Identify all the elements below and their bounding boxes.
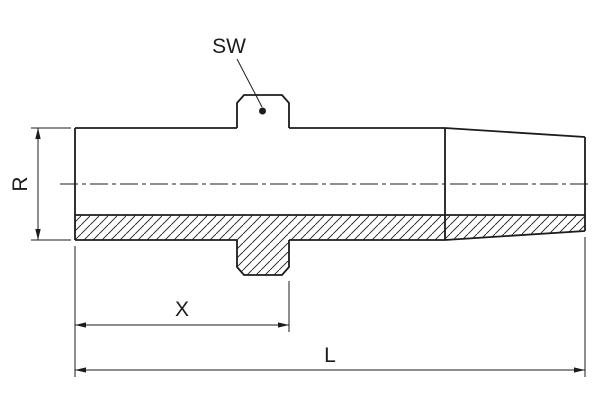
dimension-l: L: [75, 237, 586, 377]
sw-callout: SW: [212, 35, 266, 115]
r-arrow-down: [35, 229, 41, 240]
sw-label: SW: [212, 35, 246, 58]
r-arrow-up: [35, 128, 41, 139]
section-hatching: [75, 215, 585, 275]
dimension-x: X: [74, 246, 290, 377]
l-label: L: [324, 344, 336, 367]
l-arrow-left: [75, 367, 86, 373]
part-outline: [74, 94, 586, 276]
l-arrow-right: [574, 367, 585, 373]
x-arrow-left: [75, 322, 86, 328]
r-label: R: [9, 176, 32, 191]
x-label: X: [175, 298, 189, 321]
dimension-r: R: [9, 127, 71, 241]
sw-leader-line: [236, 58, 263, 108]
x-arrow-right: [278, 322, 289, 328]
sw-leader-dot: [259, 107, 266, 115]
